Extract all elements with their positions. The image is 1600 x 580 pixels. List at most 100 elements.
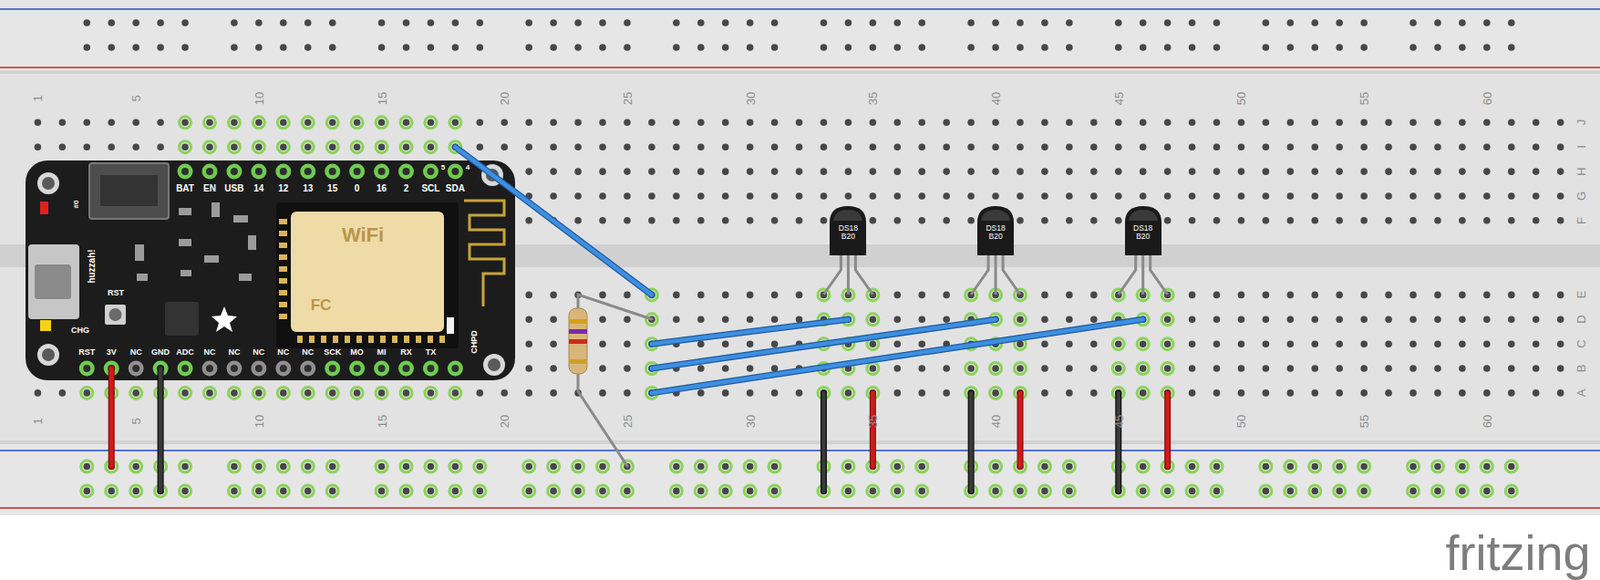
header-pin (132, 364, 140, 372)
pin-label: NC (227, 348, 240, 357)
column-number: 45 (1112, 92, 1125, 105)
sensor-body (980, 209, 1011, 221)
smd-part (134, 244, 145, 261)
header-pin (206, 364, 214, 372)
sensor-text-area: DS18 B20 (1125, 206, 1162, 242)
module-pad (309, 335, 315, 343)
resistor-band (568, 359, 588, 364)
header-pin (373, 361, 390, 377)
silkscreen-label: CHG (71, 326, 90, 335)
esp-module (276, 202, 459, 349)
pin-label: 4 (465, 164, 470, 172)
pin-label: 15 (327, 184, 338, 194)
jumper-wire (1114, 392, 1122, 492)
battery-connector (89, 163, 169, 219)
column-number: 20 (498, 414, 511, 428)
module-pad (427, 335, 434, 343)
pin-label: RST (78, 348, 95, 357)
header-pin (353, 364, 362, 372)
header-pin (304, 167, 312, 176)
header-pin (423, 164, 439, 180)
header-pin (304, 364, 312, 372)
header-pin (402, 364, 411, 372)
header-pin (181, 364, 189, 372)
rail-separator (0, 440, 1600, 444)
header-pin (447, 164, 464, 180)
breadboard-base (0, 0, 1600, 516)
module-pad (415, 335, 422, 343)
smd-part (204, 255, 219, 263)
column-number: 40 (990, 414, 1002, 428)
smd-part (238, 273, 252, 281)
pin-label: 5 (441, 164, 445, 172)
pin-label: SDA (445, 184, 465, 194)
column-number: 55 (1358, 414, 1371, 428)
module-pad (278, 301, 288, 308)
board-name: huzzah! (87, 248, 97, 283)
smd-part (211, 202, 220, 217)
jumper-wire (651, 319, 849, 344)
header-pin (177, 164, 194, 180)
column-number: 25 (620, 414, 633, 428)
resistor-band (568, 319, 588, 324)
header-pin (275, 361, 291, 377)
mounting-hole (483, 353, 506, 376)
chip (165, 301, 199, 336)
sensor-leg (970, 253, 989, 295)
jumper-wire (968, 392, 975, 492)
header-pin (349, 164, 365, 180)
part-marking: DS18 B20 (836, 224, 860, 242)
row-letter: I (1575, 144, 1588, 149)
header-pin (279, 167, 288, 176)
module-pad (320, 335, 327, 343)
jumper-wire (651, 319, 849, 344)
header-pin (255, 167, 263, 176)
module-pad (332, 335, 339, 343)
pin-label: 12 (278, 184, 289, 194)
huzzah-board (25, 160, 516, 381)
jumper-wire (651, 319, 996, 369)
smd-part (180, 269, 192, 277)
jumper-wire (1165, 392, 1170, 467)
jumper-wire (969, 392, 974, 492)
pin-label: RX (400, 348, 413, 357)
part-marking: DS18 B20 (1131, 224, 1156, 242)
column-number: 15 (375, 92, 388, 105)
silkscreen-label: RST (107, 289, 124, 298)
pin-label: MO (350, 348, 364, 357)
jumper-wire (158, 368, 164, 491)
module-pad (278, 242, 288, 248)
module-pad (368, 335, 374, 343)
logo-flower (211, 306, 238, 332)
module-pad (392, 335, 398, 343)
pin-label: NC (277, 348, 290, 357)
header-pin (447, 361, 464, 377)
header-pin (329, 364, 337, 372)
sensor-body (1125, 206, 1162, 256)
reset-button (109, 308, 123, 321)
jumper-wire (1018, 392, 1023, 467)
sensor-package: DS18 B20 (829, 206, 867, 256)
row-letter: D (1575, 315, 1588, 324)
pin-label: 0 (354, 184, 361, 194)
column-number: 15 (375, 414, 388, 428)
module-pad (278, 218, 288, 225)
smd-part (178, 238, 192, 247)
smd-part (178, 207, 192, 216)
module-logo: FC (310, 297, 332, 313)
header-pin (82, 364, 91, 372)
usb-connector (28, 244, 80, 320)
header-pin (250, 164, 267, 180)
jumper-wire (651, 319, 1144, 393)
module-pad (297, 335, 303, 343)
pin-label: MI (377, 348, 387, 357)
sensor-package: DS18 B20 (1125, 206, 1162, 256)
jumper-wire (454, 146, 652, 295)
rail-line-blue (0, 449, 1600, 452)
column-number: 30 (743, 92, 756, 105)
pin-label: NC (301, 348, 314, 357)
header-pin (329, 167, 337, 176)
led (40, 320, 52, 331)
mounting-hole (37, 343, 60, 366)
resistor-symbol (568, 308, 588, 374)
